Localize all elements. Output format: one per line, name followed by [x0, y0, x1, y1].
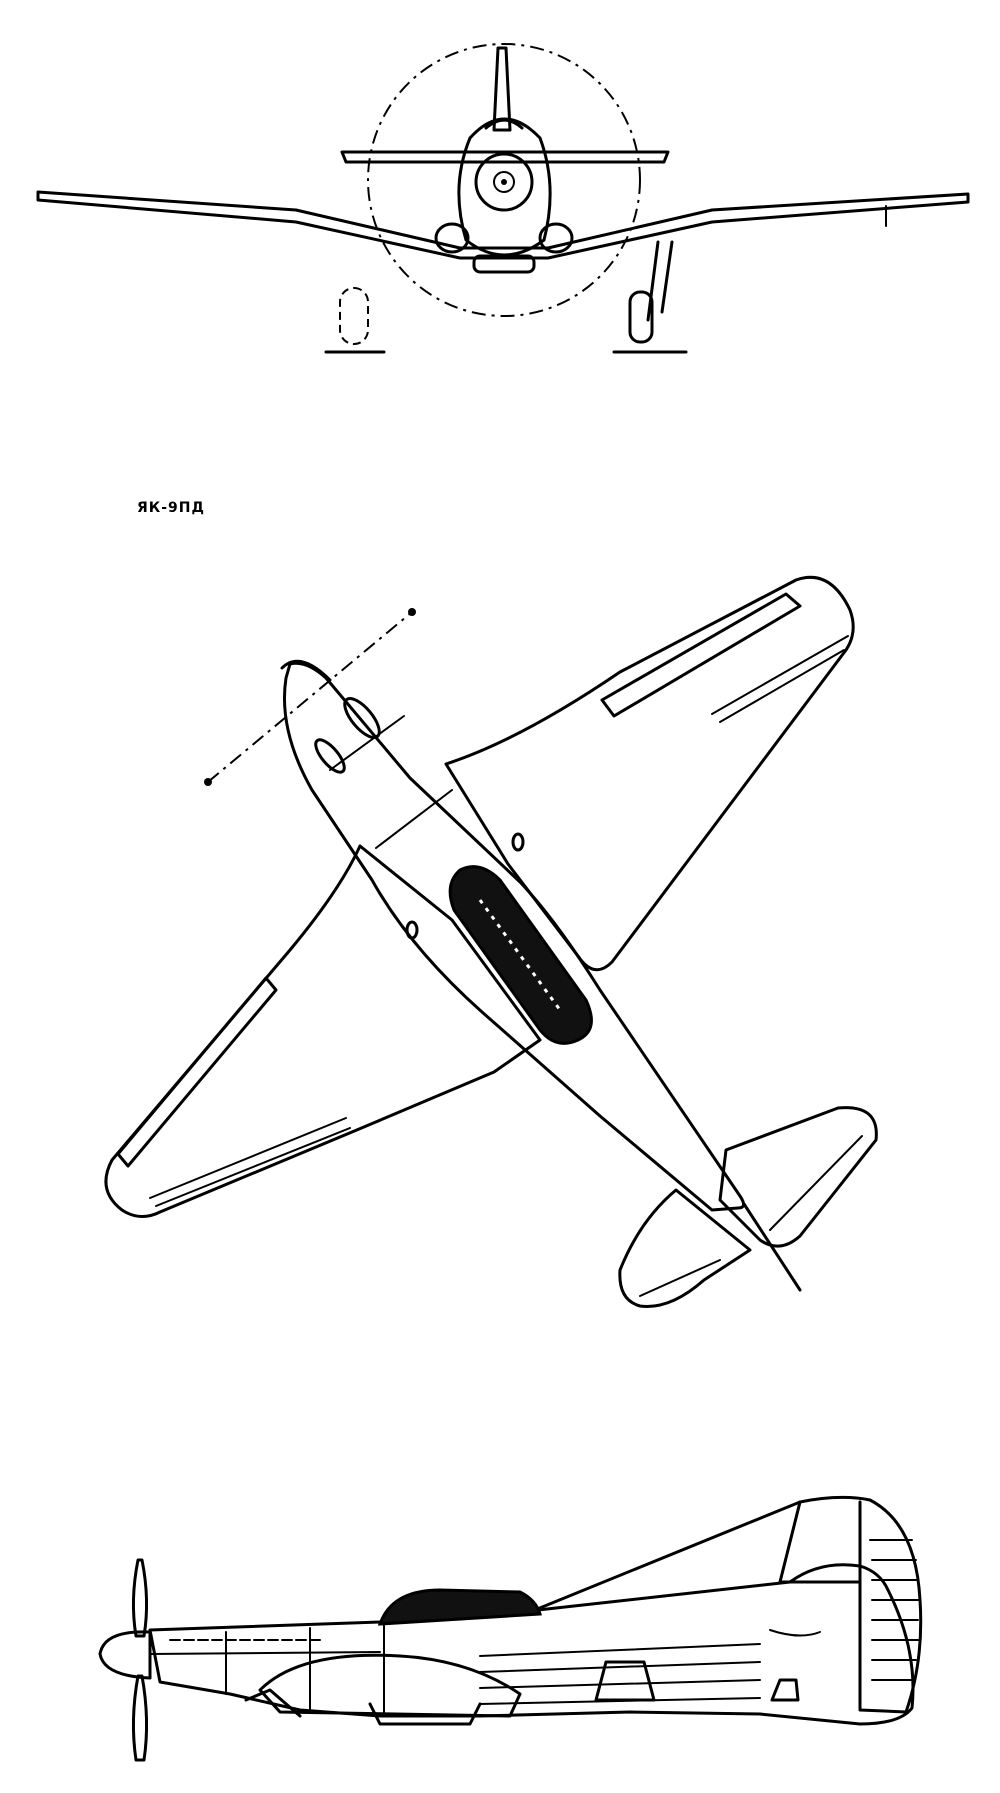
propeller-axis-line [207, 611, 413, 783]
aileron-starboard [600, 592, 802, 718]
propeller-blade-upper [131, 1558, 149, 1638]
aircraft-designation: ЯК-9ПД [137, 500, 205, 516]
fin-front [492, 46, 512, 132]
stabilizer-port [618, 1188, 752, 1308]
flap-starboard [711, 635, 849, 723]
propeller-blade-lower [131, 1674, 149, 1762]
stabilizer-starboard [718, 1106, 878, 1248]
wing-front [36, 190, 970, 260]
aileron-port [116, 976, 278, 1168]
flap-port [149, 1117, 351, 1207]
fuselage-top [282, 661, 745, 1212]
fuselage-side [148, 1563, 915, 1726]
rudder-tip [742, 1202, 802, 1292]
wheel-left-retracted [339, 287, 369, 345]
tailplane-front [340, 150, 670, 164]
nose-spinner [280, 659, 332, 682]
wheel-right [628, 290, 654, 344]
spinner-hub [493, 171, 515, 193]
spinner-side [98, 1630, 152, 1680]
spinner-ring [474, 152, 534, 212]
wing-root-side [258, 1653, 522, 1718]
fuselage-front [457, 117, 552, 257]
chin-intake [472, 254, 536, 274]
front-view [36, 43, 970, 354]
canopy-side [377, 1588, 542, 1626]
wing-starboard [444, 575, 855, 972]
fin-side [778, 1500, 862, 1584]
wing-port [104, 844, 542, 1218]
radiator-left [434, 222, 470, 254]
radiator-scoop [368, 1702, 482, 1726]
canopy-front [484, 118, 524, 130]
rudder-side [798, 1495, 923, 1714]
radiator-right [538, 222, 574, 254]
gear-strut-right [646, 240, 660, 322]
propeller-disc [367, 43, 641, 317]
spine-line [528, 1500, 802, 1614]
inspection-panel [511, 832, 525, 852]
fuselage-hatch [594, 1660, 656, 1702]
exhaust-stack-top [343, 697, 381, 739]
canopy-top [448, 865, 593, 1045]
